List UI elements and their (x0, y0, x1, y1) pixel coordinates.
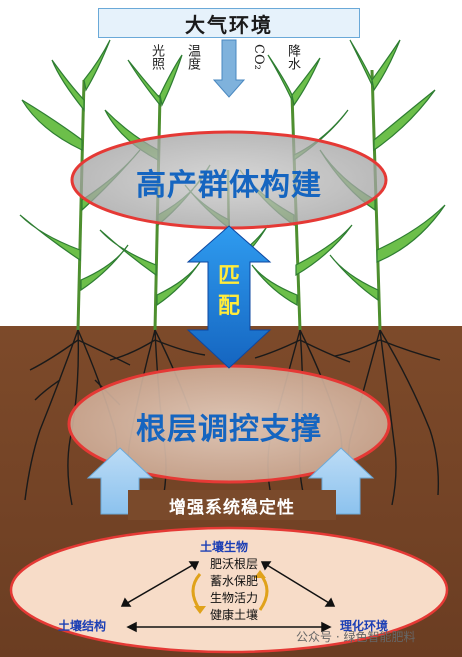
soil-structure-label: 土壤结构 (58, 619, 107, 633)
soil-ellipse (9, 526, 449, 654)
cycle-arrowhead (254, 570, 266, 578)
root-label: 根层调控支撑 (136, 412, 322, 447)
soil-center-line: 健康土壤 (209, 608, 258, 622)
watermark: 公众号 · 绿色智能肥料 (296, 630, 416, 644)
atmosphere-arrow (212, 39, 246, 98)
soil-center-line: 肥沃根层 (209, 557, 258, 571)
factor-rainfall: 降水 (285, 44, 300, 70)
soil-biology-label: 土壤生物 (200, 540, 249, 554)
cycle-arrowhead (194, 606, 206, 614)
canopy-label: 高产群体构建 (136, 168, 322, 203)
atmosphere-title: 大气环境 (98, 8, 360, 38)
factor-temperature: 温度 (185, 44, 200, 70)
soil-center-text: 肥沃根层 蓄水保肥 生物活力 健康土壤 (204, 556, 264, 624)
soil-relation-arrows (120, 561, 336, 633)
physchem-env-label: 理化环境 (340, 619, 389, 633)
match-label: 匹配 (217, 264, 240, 319)
factor-co2: CO₂ (251, 44, 266, 70)
soil-center-line: 生物活力 (209, 591, 258, 605)
match-arrow (186, 225, 272, 369)
soil-center-line: 蓄水保肥 (209, 574, 258, 588)
factor-light: 光照 (149, 44, 164, 70)
stability-banner: 增强系统稳定性 (128, 490, 336, 520)
